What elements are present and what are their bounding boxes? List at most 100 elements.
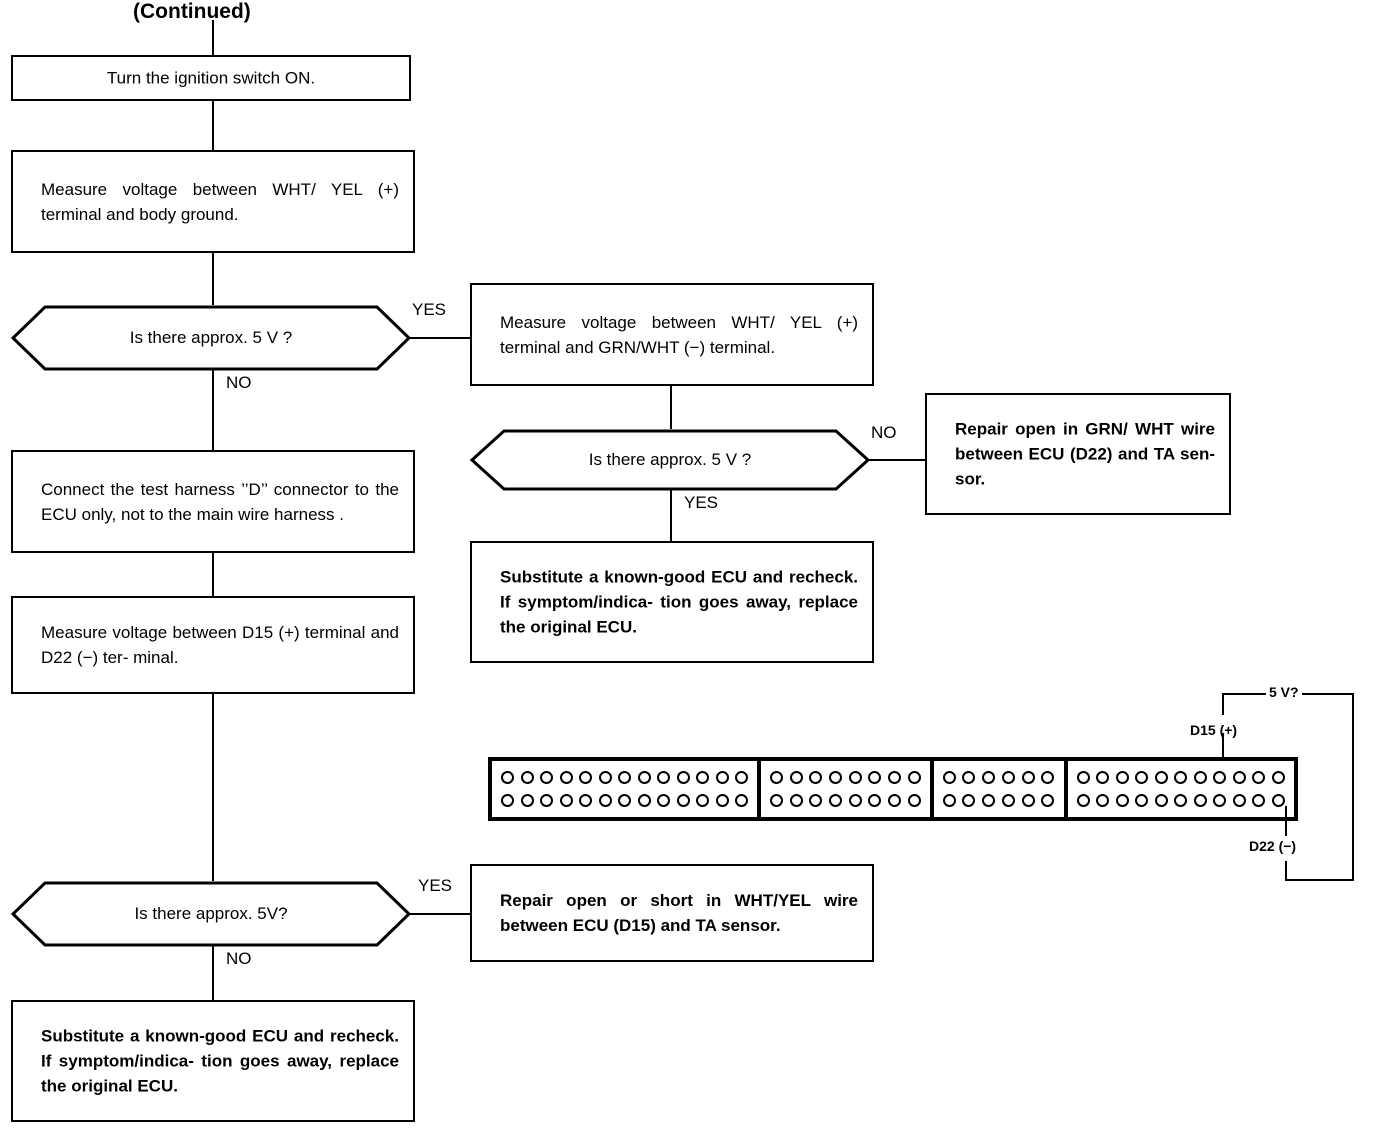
connector-pin (715, 794, 729, 807)
result-repair-wht-yel: Repair open or short in WHT/YEL wire bet… (470, 864, 874, 962)
connector-pin (676, 771, 690, 784)
connector-pin (1041, 771, 1055, 784)
connector-pin (735, 794, 748, 807)
connector-pin (1001, 771, 1015, 784)
connector-pin (848, 794, 862, 807)
step-measure-wht-body-label: Measure voltage between WHT/ YEL (+) ter… (41, 179, 399, 224)
connector-pin-d22 (1272, 794, 1285, 807)
branch-no3-line (212, 945, 214, 1000)
connector-pin (1135, 771, 1149, 784)
connector-pin (637, 794, 651, 807)
connector-pin (540, 771, 553, 784)
connector-pin (1021, 794, 1035, 807)
result-repair-grn-wht-label: Repair open in GRN/ WHT wire between ECU… (955, 419, 1215, 489)
connector-pin (1232, 794, 1246, 807)
branch-label-no-3: NO (226, 949, 252, 968)
connector-pin (1076, 771, 1090, 784)
connector-pin (1001, 794, 1015, 807)
probe-wire-d15-vertical (1222, 733, 1224, 759)
connector-pin (1252, 771, 1266, 784)
link-ignition-to-measure1 (212, 101, 214, 150)
connector-pin (942, 771, 956, 784)
connector-pin (982, 794, 996, 807)
connector-pin-row (1075, 794, 1287, 807)
connector-pin-row (768, 794, 923, 807)
result-substitute-ecu-mid: Substitute a known-good ECU and recheck.… (470, 541, 874, 663)
connector-pin (868, 771, 882, 784)
probe-wire-d22-riser (1285, 861, 1287, 881)
link-measure3-to-q2 (670, 386, 672, 429)
connector-pin (907, 794, 921, 807)
connector-pin (982, 771, 996, 784)
connector-pin (887, 794, 901, 807)
result-substitute-ecu-mid-label: Substitute a known-good ECU and recheck.… (500, 567, 858, 637)
connector-pin-row (941, 794, 1057, 807)
connector-pin (637, 771, 651, 784)
connector-pin-row (941, 771, 1057, 784)
connector-pin (809, 771, 823, 784)
step-ignition-on-label: Turn the ignition switch ON. (106, 68, 316, 88)
connector-pin (962, 794, 976, 807)
link-measure2-to-q3 (212, 694, 214, 881)
branch-yes1-line (409, 337, 471, 339)
connector-pin (696, 771, 709, 784)
connector-pin (540, 794, 553, 807)
result-substitute-ecu-bottom-label: Substitute a known-good ECU and recheck.… (41, 1026, 399, 1096)
step-measure-wht-body: Measure voltage between WHT/ YEL (+) ter… (11, 150, 415, 253)
pin-label-d15: D15 (+) (1190, 722, 1238, 738)
branch-yes3-line (409, 913, 471, 915)
connector-pin (520, 794, 534, 807)
link-harness-to-measure2 (212, 553, 214, 596)
connector-pin (829, 771, 843, 784)
connector-pin (618, 794, 631, 807)
probe-wire-d22-vertical (1285, 806, 1287, 836)
connector-pin (696, 794, 709, 807)
branch-yes2-line (670, 489, 672, 541)
step-measure-wht-grn: Measure voltage between WHT/ YEL (+) ter… (470, 283, 874, 386)
connector-pin (1272, 771, 1285, 784)
branch-label-yes-2: YES (684, 493, 719, 512)
branch-label-yes-3: YES (418, 876, 453, 895)
connector-title-to-ignition (212, 20, 214, 56)
result-repair-grn-wht: Repair open in GRN/ WHT wire between ECU… (925, 393, 1231, 515)
branch-label-no-1: NO (226, 373, 252, 392)
connector-pin (1193, 794, 1207, 807)
connector-pin (657, 794, 670, 807)
probe-wire-bottom-horizontal (1285, 879, 1354, 881)
connector-pin (598, 771, 612, 784)
branch-label-no-2: NO (871, 423, 897, 442)
step-measure-d15-d22: Measure voltage between D15 (+) terminal… (11, 596, 415, 694)
connector-pin (559, 771, 573, 784)
connector-pin-row (499, 771, 750, 784)
step-measure-wht-grn-label: Measure voltage between WHT/ YEL (+) ter… (500, 312, 858, 357)
ecu-connector-diagram (488, 757, 1298, 821)
connector-pin (735, 771, 748, 784)
connector-pin (868, 794, 882, 807)
connector-pin (829, 794, 843, 807)
result-substitute-ecu-bottom: Substitute a known-good ECU and recheck.… (11, 1000, 415, 1122)
connector-pin (1174, 771, 1188, 784)
decision-is-5v-3-label: Is there approx. 5V? (134, 904, 288, 923)
connector-pin (501, 794, 514, 807)
connector-pin (520, 771, 534, 784)
probe-label-5v: 5 V? (1266, 684, 1302, 700)
connector-pin (1232, 771, 1246, 784)
connector-pin (618, 771, 631, 784)
connector-section-2 (761, 761, 934, 817)
branch-no1-line (212, 369, 214, 450)
decision-is-5v-2-label: Is there approx. 5 V ? (588, 450, 752, 469)
connector-pin (676, 794, 690, 807)
page-title: (Continued) (133, 0, 251, 23)
connector-section-4 (1068, 761, 1294, 817)
connector-pin (1154, 794, 1168, 807)
connector-pin (579, 794, 592, 807)
connector-pin (887, 771, 901, 784)
connector-pin (1115, 794, 1129, 807)
connector-pin (579, 771, 592, 784)
branch-no2-line (868, 459, 926, 461)
connector-pin (1193, 771, 1207, 784)
connector-pin (1115, 771, 1129, 784)
connector-pin (1174, 794, 1188, 807)
connector-pin (1154, 771, 1168, 784)
